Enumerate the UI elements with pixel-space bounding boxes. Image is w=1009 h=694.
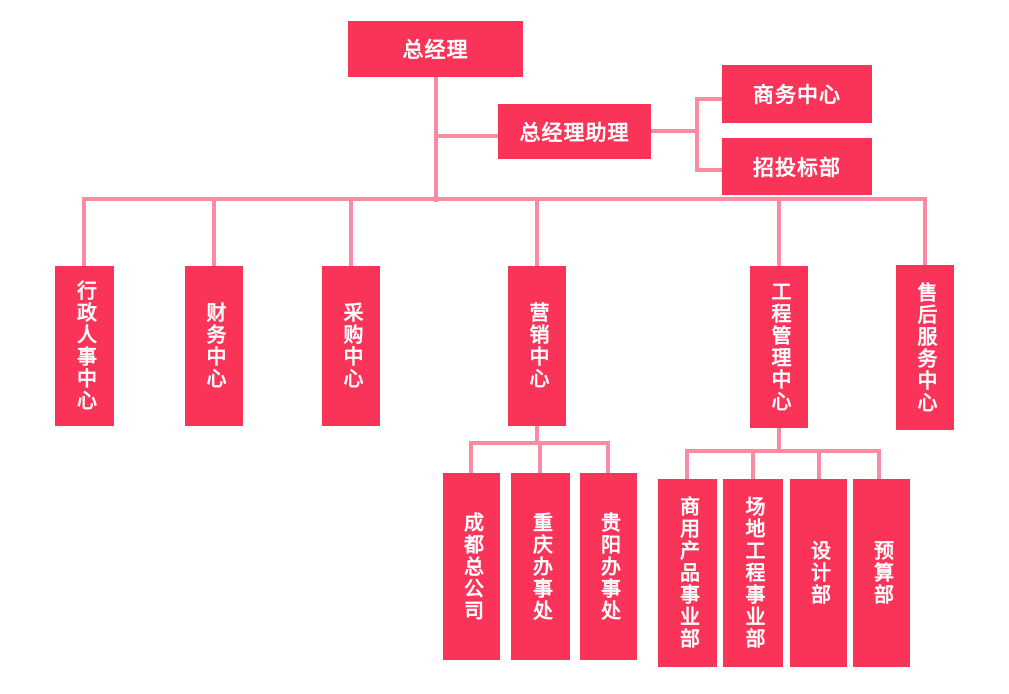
node-business-center: 商务中心	[722, 65, 872, 123]
node-finance-center-label: 财务中心	[203, 302, 225, 390]
node-engineering-mgmt-center: 工程管理中心	[750, 266, 808, 428]
node-design-dept-label: 设计部	[807, 540, 830, 606]
node-chengdu-hq-label: 成都总公司	[460, 511, 483, 622]
connector-drop-site-eng	[751, 449, 755, 480]
node-business-center-label: 商务中心	[753, 83, 841, 107]
node-bidding-dept: 招投标部	[722, 138, 872, 195]
node-chongqing-office-label: 重庆办事处	[529, 511, 552, 622]
connector-drop-procurement	[349, 197, 353, 267]
connector-business-branch	[695, 97, 722, 101]
node-procurement-center-label: 采购中心	[340, 302, 362, 390]
node-chengdu-hq: 成都总公司	[443, 473, 500, 660]
node-general-manager-label: 总经理	[402, 38, 469, 62]
node-admin-hr-center-label: 行政人事中心	[73, 280, 96, 412]
node-aftersales-service-center-label: 售后服务中心	[914, 281, 936, 414]
connector-assistant-right	[651, 129, 699, 133]
node-general-manager: 总经理	[348, 21, 523, 77]
connector-drop-guiyang	[606, 441, 610, 474]
connector-gm-trunk	[434, 77, 438, 202]
connector-drop-admin-hr	[82, 197, 86, 267]
connector-drop-chengdu	[469, 441, 473, 474]
node-site-engineering-div-label: 场地工程事业部	[742, 496, 764, 650]
connector-engineering-horizontal	[685, 449, 881, 453]
node-chongqing-office: 重庆办事处	[511, 473, 570, 660]
node-bidding-dept-label: 招投标部	[753, 155, 841, 180]
connector-drop-aftersales	[923, 197, 927, 267]
node-aftersales-service-center: 售后服务中心	[896, 265, 954, 430]
node-marketing-center-label: 营销中心	[526, 302, 548, 390]
connector-assistant-left	[434, 134, 498, 138]
connector-drop-engineering	[777, 197, 781, 267]
node-budget-dept: 预算部	[853, 479, 910, 667]
node-site-engineering-div: 场地工程事业部	[723, 479, 783, 667]
node-commercial-products-div-label: 商用产品事业部	[676, 496, 699, 650]
connector-drop-design	[817, 449, 821, 480]
node-procurement-center: 采购中心	[322, 266, 380, 426]
connector-engineering-trunk	[777, 426, 781, 453]
connector-marketing-trunk	[535, 426, 539, 445]
connector-assistant-branch-vertical	[695, 97, 699, 172]
connector-main-horizontal	[82, 197, 927, 201]
node-commercial-products-div: 商用产品事业部	[658, 479, 717, 667]
connector-drop-finance	[212, 197, 216, 267]
connector-drop-commercial	[685, 449, 689, 480]
node-design-dept: 设计部	[790, 479, 847, 667]
connector-drop-chongqing	[538, 441, 542, 474]
node-guiyang-office: 贵阳办事处	[580, 473, 637, 660]
node-admin-hr-center: 行政人事中心	[55, 266, 114, 426]
node-finance-center: 财务中心	[185, 266, 243, 426]
node-gm-assistant-label: 总经理助理	[519, 120, 630, 145]
node-budget-dept-label: 预算部	[870, 540, 893, 606]
node-gm-assistant: 总经理助理	[498, 104, 651, 159]
node-engineering-mgmt-center-label: 工程管理中心	[768, 281, 790, 413]
connector-drop-budget	[877, 449, 881, 480]
connector-drop-marketing	[535, 197, 539, 267]
node-guiyang-office-label: 贵阳办事处	[597, 511, 620, 622]
connector-bidding-branch	[695, 168, 722, 172]
node-marketing-center: 营销中心	[508, 266, 566, 426]
